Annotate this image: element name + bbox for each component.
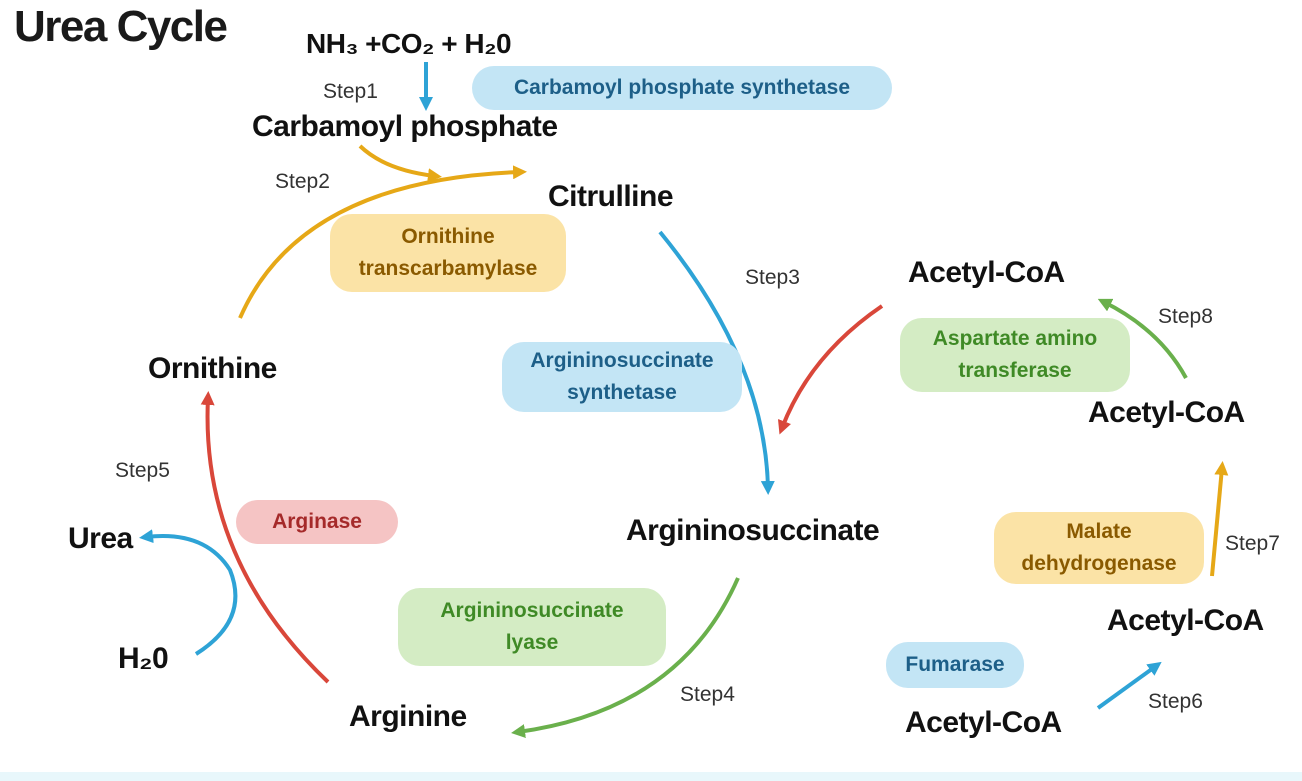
enzyme-ornithine-transcarbamylase-line1: Ornithine [401, 225, 495, 248]
enzyme-argininosuccinate-synthetase-line1: Argininosuccinate [530, 349, 714, 372]
acetyl-coa-label-3: Acetyl-CoA [1107, 604, 1264, 637]
enzyme-malate-dehydrogenase: Malate dehydrogenase [994, 512, 1204, 584]
enzyme-argininosuccinate-synthetase: Argininosuccinate synthetase [502, 342, 742, 412]
water-label: H₂0 [118, 642, 169, 675]
arrow-step8 [1097, 298, 1188, 379]
enzyme-ornithine-transcarbamylase: Ornithine transcarbamylase [330, 214, 566, 292]
enzyme-arginase: Arginase [236, 500, 398, 544]
arrow-step5 [200, 391, 330, 684]
argininosuccinate-label: Argininosuccinate [626, 514, 880, 547]
citrulline-label: Citrulline [548, 180, 674, 213]
arrow-step4 [511, 577, 740, 738]
enzyme-malate-dehydrogenase-line1: Malate [1066, 520, 1132, 543]
arrow-urea [139, 529, 238, 656]
enzyme-carbamoyl-phosphate-synthetase: Carbamoyl phosphate synthetase [472, 66, 892, 110]
enzyme-malate-dehydrogenase-line2: dehydrogenase [1021, 552, 1177, 575]
step1-label: Step1 [323, 80, 378, 103]
ornithine-label: Ornithine [148, 352, 277, 385]
acetyl-coa-label-4: Acetyl-CoA [905, 706, 1062, 739]
arginine-label: Arginine [349, 700, 467, 733]
enzyme-argininosuccinate-synthetase-line2: synthetase [567, 381, 677, 404]
enzyme-fumarase-text: Fumarase [905, 653, 1005, 676]
enzyme-argininosuccinate-lyase: Argininosuccinate lyase [398, 588, 666, 666]
enzyme-aspartate-amino-transferase-line1: Aspartate amino [932, 327, 1098, 350]
enzyme-argininosuccinate-lyase-line1: Argininosuccinate [440, 599, 624, 622]
enzyme-fumarase: Fumarase [886, 642, 1024, 688]
bottom-bar [0, 772, 1302, 781]
step6-label: Step6 [1148, 690, 1203, 713]
arrow-step7 [1210, 461, 1229, 577]
enzyme-arginase-text: Arginase [272, 510, 362, 533]
step5-label: Step5 [115, 459, 170, 482]
step7-label: Step7 [1225, 532, 1280, 555]
acetyl-coa-label-2: Acetyl-CoA [1088, 396, 1245, 429]
enzyme-carbamoyl-phosphate-synthetase-text: Carbamoyl phosphate synthetase [513, 76, 851, 99]
acetyl-coa-label-1: Acetyl-CoA [908, 256, 1065, 289]
enzyme-ornithine-transcarbamylase-line2: transcarbamylase [358, 257, 538, 280]
step2-label: Step2 [275, 170, 330, 193]
arrow-step2-branch [358, 144, 442, 183]
diagram-title: Urea Cycle [14, 2, 228, 51]
urea-label: Urea [68, 522, 133, 555]
enzyme-argininosuccinate-lyase-line2: lyase [505, 631, 559, 654]
arrow-acetyl-coa-input [777, 304, 884, 435]
step4-label: Step4 [680, 683, 735, 706]
carbamoyl-phosphate-label: Carbamoyl phosphate [252, 110, 558, 143]
reactants-label: NH₃ +CO₂ + H₂0 [306, 28, 512, 59]
arrow-step6 [1096, 661, 1162, 710]
arrow-step2-arc [238, 165, 527, 319]
step8-label: Step8 [1158, 305, 1213, 328]
enzyme-aspartate-amino-transferase-line2: transferase [958, 359, 1072, 382]
enzyme-aspartate-amino-transferase: Aspartate amino transferase [900, 318, 1130, 392]
step3-label: Step3 [745, 266, 800, 289]
